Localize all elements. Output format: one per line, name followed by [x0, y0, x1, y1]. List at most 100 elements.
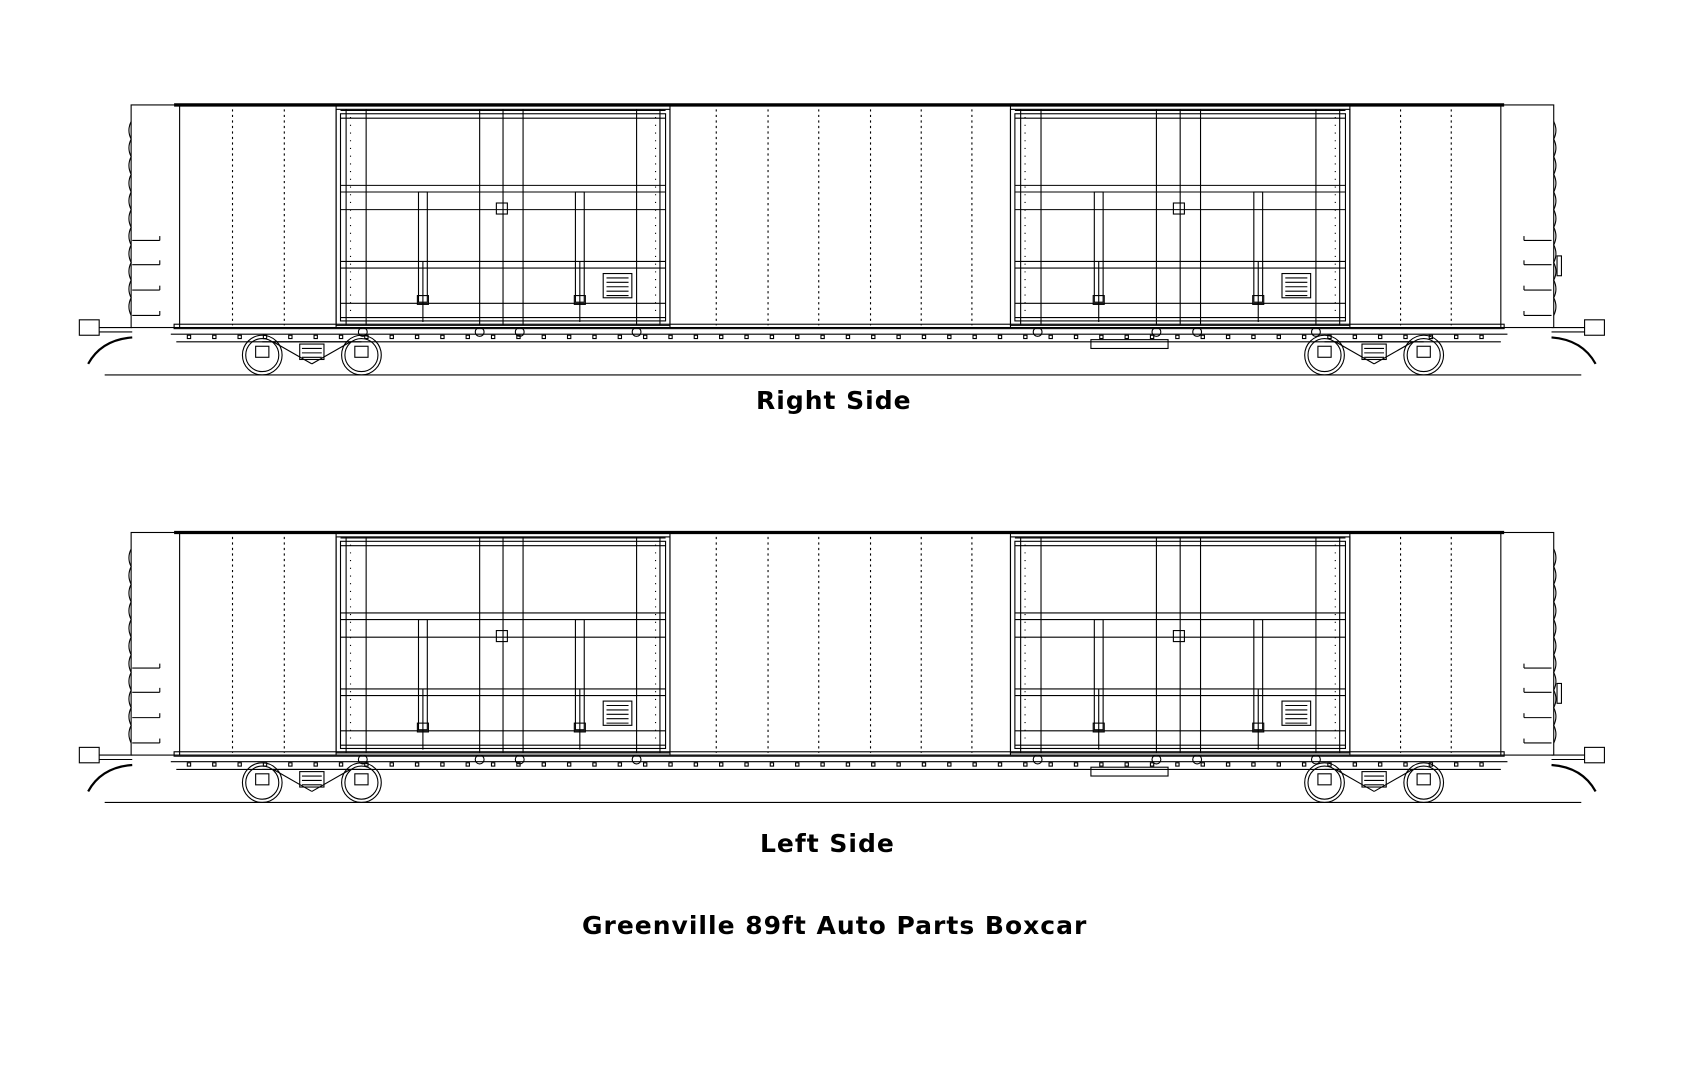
wheel [341, 334, 382, 376]
sill-rivet [1149, 334, 1155, 340]
door-latch [1172, 630, 1185, 643]
sill-rivet [719, 334, 724, 340]
door-roller [1151, 326, 1162, 337]
side-frame-arm [273, 341, 313, 365]
sill-rivet [566, 762, 572, 767]
sill-rivet [719, 762, 724, 767]
sill-rivet [465, 334, 470, 340]
sill-rivet [490, 334, 496, 340]
journal-box [354, 345, 369, 358]
sill-rivet [1023, 334, 1028, 340]
sill-rivet [1377, 762, 1383, 767]
sill-rivet [1124, 762, 1129, 767]
wheel [1304, 334, 1345, 376]
plug-door [1009, 536, 1351, 765]
sill-rivet [516, 762, 521, 767]
car-body [130, 104, 1555, 329]
sill-rivet [997, 334, 1003, 340]
door-roller [1310, 754, 1321, 765]
sill-rivet [845, 762, 851, 767]
door-latch [495, 202, 508, 215]
sill-rivet [1251, 334, 1256, 340]
coupler [78, 319, 133, 365]
sill-rivet [1251, 762, 1256, 767]
car-body [130, 531, 1555, 756]
door-roller [1310, 326, 1321, 337]
sill-rivet [642, 762, 648, 767]
door-roller [631, 754, 642, 765]
sill-rivet [744, 334, 749, 340]
door-roller [1192, 754, 1203, 765]
sill-rivet [795, 762, 800, 767]
door-roller [1032, 754, 1043, 765]
sill-rivet [1276, 762, 1282, 767]
sill-rivet [871, 762, 876, 767]
wheel-rim [1307, 765, 1342, 800]
sill-rivet [516, 334, 521, 340]
wheel-rim [1406, 765, 1441, 800]
sill-rivet [288, 334, 293, 340]
wheel-rim [245, 337, 280, 373]
sill-rivet [1200, 334, 1205, 340]
air-hose [87, 763, 133, 792]
sill-rivet [1225, 762, 1231, 767]
door-roller [1032, 326, 1043, 337]
sill-rivet [465, 762, 470, 767]
sill-rivet [972, 334, 977, 340]
door-roller [357, 326, 368, 337]
corrugated-end [1553, 548, 1557, 744]
hand-brake [1556, 682, 1562, 704]
sill-rivet [490, 762, 496, 767]
sill-rivet [642, 334, 648, 340]
sill-rivet [1225, 334, 1231, 340]
sill-rivet [1352, 334, 1358, 340]
drawing-title: Greenville 89ft Auto Parts Boxcar [582, 911, 1088, 940]
wheel [1403, 762, 1445, 804]
air-hose [1551, 763, 1597, 792]
journal-box [1317, 773, 1332, 786]
sill-rivet [1479, 334, 1484, 340]
sill-rivet [440, 334, 445, 340]
sill-rivet [1301, 334, 1307, 340]
door-roller [474, 326, 485, 337]
sill-rivet [338, 762, 344, 767]
truck [1304, 334, 1445, 376]
sill-rivet [1403, 762, 1408, 767]
right-side-label: Right Side [756, 386, 912, 415]
coupler [78, 746, 133, 792]
side-sill [173, 751, 1505, 757]
sill-rivet [845, 334, 851, 340]
truck [241, 334, 382, 376]
sill-rivet [972, 762, 977, 767]
sill-rivet [693, 334, 699, 340]
sill-rivet [1099, 762, 1104, 767]
side-frame-arm [311, 768, 351, 792]
sill-rivet [1124, 334, 1129, 340]
sill-rivet [414, 762, 420, 767]
journal-box [1416, 773, 1431, 786]
sill-rivet [997, 762, 1003, 767]
truck-bolster [299, 771, 325, 788]
sill-rivet [1454, 762, 1459, 767]
sill-rivet [186, 762, 192, 767]
sill-rivet [1479, 762, 1484, 767]
brake-equipment [1090, 766, 1169, 777]
sill-rivet [338, 334, 344, 340]
door-roller [631, 326, 642, 337]
door-roller [1192, 326, 1203, 337]
sill-rivet [592, 334, 597, 340]
corrugated-end [128, 548, 132, 744]
sill-rivet [795, 334, 800, 340]
sill-rivet [389, 762, 394, 767]
sill-rivet [1175, 762, 1180, 767]
sill-rivet [1454, 334, 1459, 340]
sill-rivet [212, 334, 217, 340]
plug-door [1009, 108, 1351, 337]
plug-door [335, 536, 671, 765]
sill-rivet [947, 334, 952, 340]
left-side-label: Left Side [760, 829, 895, 858]
vent-grille [602, 700, 633, 726]
sill-rivet [744, 762, 749, 767]
